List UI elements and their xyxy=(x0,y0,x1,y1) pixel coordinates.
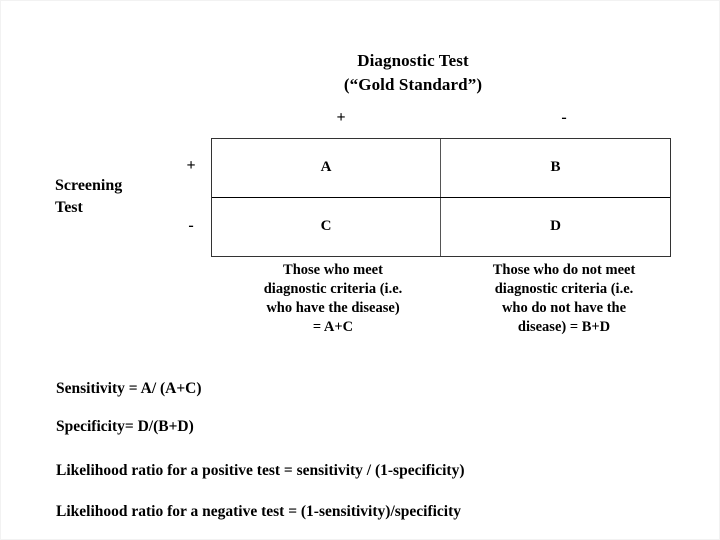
screening-test-label-line-2: Test xyxy=(55,199,83,216)
caption-disease-absent-line-2: diagnostic criteria (i.e. xyxy=(494,281,634,297)
caption-disease-present-line-1: Those who meet xyxy=(283,262,383,278)
caption-disease-absent: Those who do not meet diagnostic criteri… xyxy=(445,261,683,337)
formula-sensitivity: Sensitivity = A/ (A+C) xyxy=(56,380,202,397)
screening-test-label: Screening Test xyxy=(55,175,185,219)
column-header-positive: + xyxy=(336,109,346,126)
contingency-table: A B C D xyxy=(211,138,671,257)
cell-true-negative: D xyxy=(550,218,561,235)
page-title-line-1: Diagnostic Test xyxy=(357,51,469,70)
cell-false-negative: C xyxy=(212,197,441,256)
page-title-line-2: (“Gold Standard”) xyxy=(343,75,483,94)
cell-false-positive: B xyxy=(550,159,561,176)
cell-true-positive: A xyxy=(212,139,441,197)
table-row: C D xyxy=(212,197,670,256)
formula-likelihood-ratio-negative: Likelihood ratio for a negative test = (… xyxy=(56,503,462,520)
caption-disease-present-line-2: diagnostic criteria (i.e. xyxy=(263,281,403,297)
row-header-positive: + xyxy=(186,157,196,174)
caption-disease-absent-line-1: Those who do not meet xyxy=(492,262,636,278)
caption-disease-present-line-4: = A+C xyxy=(312,319,354,335)
table-row: A B xyxy=(212,139,670,198)
caption-disease-absent-line-4: disease) = B+D xyxy=(517,319,611,335)
page-title: Diagnostic Test (“Gold Standard”) xyxy=(253,49,573,97)
screening-test-label-line-1: Screening xyxy=(55,177,123,194)
caption-disease-present: Those who meet diagnostic criteria (i.e.… xyxy=(223,261,443,337)
row-header-negative: - xyxy=(188,217,194,234)
formula-specificity: Specificity= D/(B+D) xyxy=(56,418,194,435)
formula-likelihood-ratio-positive: Likelihood ratio for a positive test = s… xyxy=(56,462,465,479)
caption-disease-absent-line-3: who do not have the xyxy=(501,300,627,316)
caption-disease-present-line-3: who have the disease) xyxy=(266,300,400,316)
column-header-negative: - xyxy=(561,109,567,126)
